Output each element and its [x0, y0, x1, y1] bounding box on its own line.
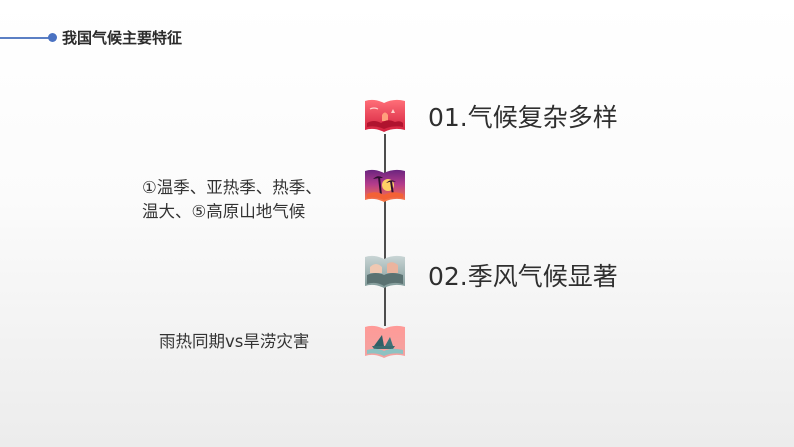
- detail-line: 雨热同期vs旱涝灾害: [159, 332, 310, 351]
- book-icon: [362, 323, 408, 361]
- timeline-connector: [384, 134, 386, 326]
- book-icon: [362, 253, 408, 291]
- detail-line: ①温季、亚热季、热季、: [142, 178, 322, 197]
- timeline-heading-1: 01.气候复杂多样: [428, 103, 618, 132]
- header-dot: [48, 33, 57, 42]
- detail-line: 温大、⑤高原山地气候: [142, 202, 306, 221]
- header-line: [0, 37, 52, 39]
- page-title: 我国气候主要特征: [62, 29, 183, 47]
- timeline-detail-1: ①温季、亚热季、热季、 温大、⑤高原山地气候: [142, 176, 322, 224]
- timeline-detail-2: 雨热同期vs旱涝灾害: [159, 330, 309, 354]
- timeline-heading-2: 02.季风气候显著: [428, 262, 618, 291]
- book-icon: [362, 167, 408, 205]
- book-icon: [362, 97, 408, 135]
